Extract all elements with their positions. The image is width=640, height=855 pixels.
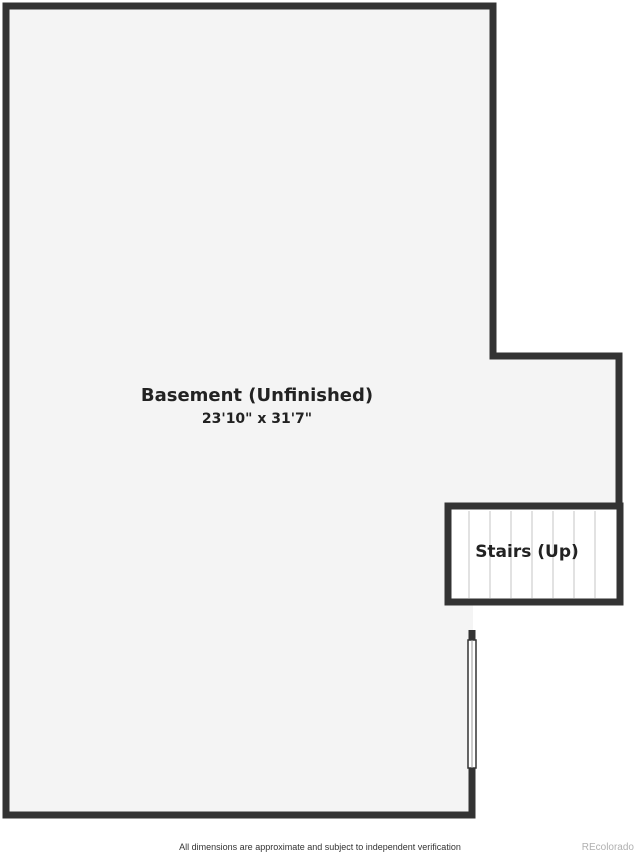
basement-floor <box>6 6 619 815</box>
stairs-label: Stairs (Up) <box>475 542 579 562</box>
watermark-logo: REcolorado <box>581 842 634 853</box>
basement-dimensions: 23'10" x 31'7" <box>202 411 312 427</box>
exterior-wall <box>2 2 623 819</box>
stairs-wall <box>444 502 624 606</box>
disclaimer-text: All dimensions are approximate and subje… <box>179 842 461 852</box>
basement-label: Basement (Unfinished) <box>141 385 373 406</box>
stair-treads <box>468 511 596 598</box>
stairs-room: Stairs (Up) <box>444 502 624 606</box>
stairs-floor <box>449 508 618 601</box>
exterior-area <box>473 600 640 830</box>
